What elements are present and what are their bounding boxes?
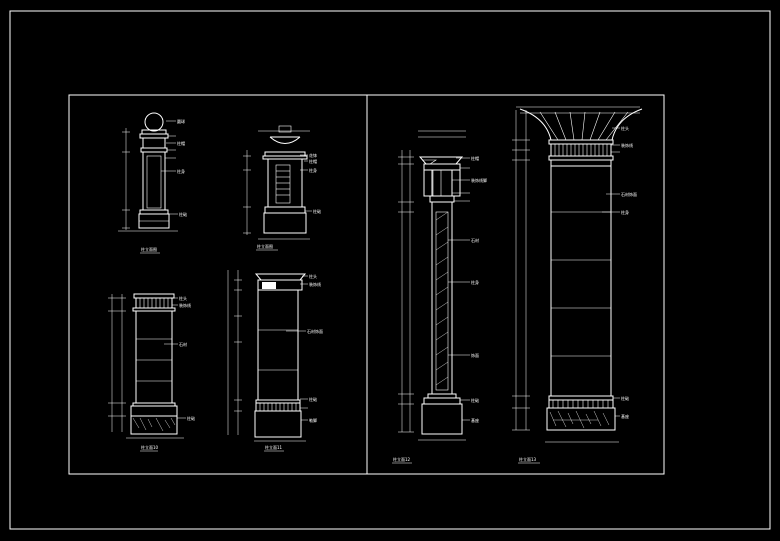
callout-10-1: 柱头	[179, 295, 187, 301]
callout-11-1: 柱头	[309, 273, 317, 279]
callout-12-6: 柱础	[471, 397, 479, 403]
callout-13-6: 基座	[621, 413, 629, 419]
callout-11-5: 勒脚	[309, 417, 317, 423]
callout-12-2: 装饰线脚	[471, 177, 487, 183]
column-elevation-11: 柱头 装饰线 石材饰面 柱础 勒脚 柱立面11	[227, 270, 323, 452]
callout-10-4: 柱础	[187, 415, 195, 421]
callout-12-5: 饰面	[471, 352, 479, 358]
caption-12: 柱立面12	[393, 456, 411, 462]
callout-a-2: 柱帽	[177, 140, 185, 146]
caption-13: 柱立面13	[519, 456, 537, 462]
caption-a: 柱立面图	[141, 246, 157, 252]
column-elevation-13: 柱头 装饰线 石材饰面 柱身 柱础 基座 柱立面13	[512, 106, 643, 464]
callout-12-3: 石材	[471, 237, 479, 243]
callout-13-1: 柱头	[621, 125, 629, 131]
caption-b: 柱立面图	[257, 243, 273, 249]
callout-10-2: 装饰线	[179, 302, 191, 308]
callout-11-4: 柱础	[309, 396, 317, 402]
column-elevation-12: 柱帽 装饰线脚 石材 柱身 饰面 柱础 基座 柱立面12	[392, 130, 487, 464]
left-panel-frame	[68, 94, 368, 475]
callout-b-4: 柱础	[313, 208, 321, 214]
callout-12-7: 基座	[471, 417, 479, 423]
callout-13-3: 石材饰面	[621, 191, 637, 197]
callout-12-1: 柱帽	[471, 155, 479, 161]
callout-13-2: 装饰线	[621, 142, 633, 148]
callout-13-4: 柱身	[621, 209, 629, 215]
column-elevation-a: 圆球 柱帽 柱身 柱础 柱立面图	[118, 112, 187, 254]
right-panel-frame	[366, 94, 665, 475]
callout-a-4: 柱础	[179, 211, 187, 217]
callout-11-3: 石材饰面	[307, 328, 323, 334]
outer-frame	[9, 10, 771, 530]
callout-a-1: 圆球	[177, 118, 185, 124]
callout-b-1: 花钵	[309, 152, 317, 158]
caption-11: 柱立面11	[265, 444, 283, 450]
caption-10: 柱立面10	[141, 444, 159, 450]
callout-b-2: 柱帽	[309, 158, 317, 164]
callout-b-3: 柱身	[309, 167, 317, 173]
callout-10-3: 石材	[179, 341, 187, 347]
callout-11-2: 装饰线	[309, 281, 321, 287]
callout-12-4: 柱身	[471, 279, 479, 285]
callout-13-5: 柱础	[621, 395, 629, 401]
column-elevation-b: 花钵 柱帽 柱身 柱础 柱立面图	[243, 125, 321, 251]
column-elevation-10: 柱头 装饰线 石材 柱础 柱立面10	[108, 293, 195, 452]
callout-a-3: 柱身	[177, 168, 185, 174]
